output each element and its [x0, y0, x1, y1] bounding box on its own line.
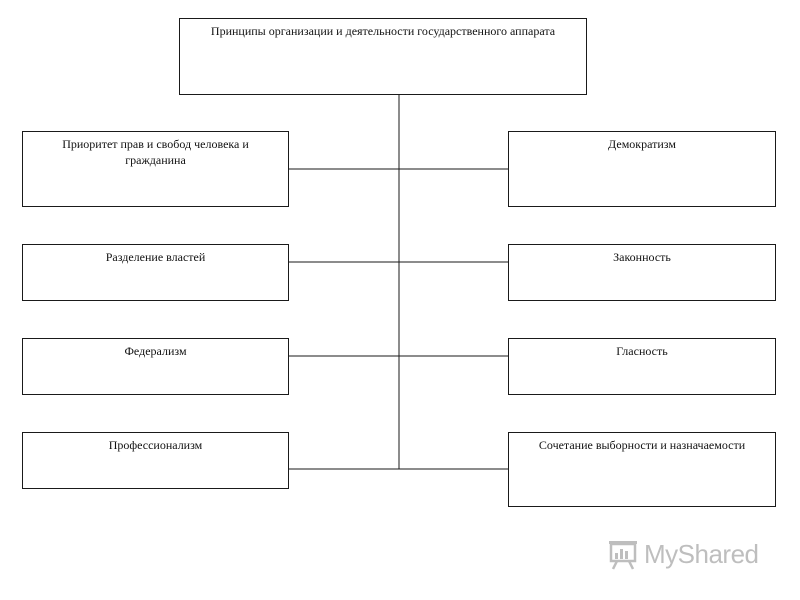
principle-label: Сочетание выборности и назначаемости	[538, 438, 746, 452]
principle-box-federalism: Федерализм	[22, 338, 289, 395]
principle-label: Законность	[613, 250, 671, 264]
principle-box-legality: Законность	[508, 244, 776, 301]
principle-label: Приоритет прав и свобод человека и гражд…	[62, 137, 249, 167]
myshared-watermark: MyShared	[606, 536, 759, 572]
principle-label: Гласность	[616, 344, 668, 358]
principle-box-election-appointment: Сочетание выборности и назначаемости	[508, 432, 776, 507]
root-label: Принципы организации и деятельности госу…	[210, 24, 556, 38]
principle-box-publicity: Гласность	[508, 338, 776, 395]
principle-box-human-rights: Приоритет прав и свобод человека и гражд…	[22, 131, 289, 207]
principle-label: Демократизм	[608, 137, 676, 151]
principle-label: Разделение властей	[105, 250, 206, 264]
principle-box-separation-of-powers: Разделение властей	[22, 244, 289, 301]
root-principles-box: Принципы организации и деятельности госу…	[179, 18, 587, 95]
watermark-text: MyShared	[644, 538, 759, 569]
principle-box-professionalism: Профессионализм	[22, 432, 289, 489]
principle-box-democracy: Демократизм	[508, 131, 776, 207]
presentation-board-icon	[606, 537, 640, 571]
principle-label: Федерализм	[124, 344, 187, 358]
principle-label: Профессионализм	[108, 438, 203, 452]
